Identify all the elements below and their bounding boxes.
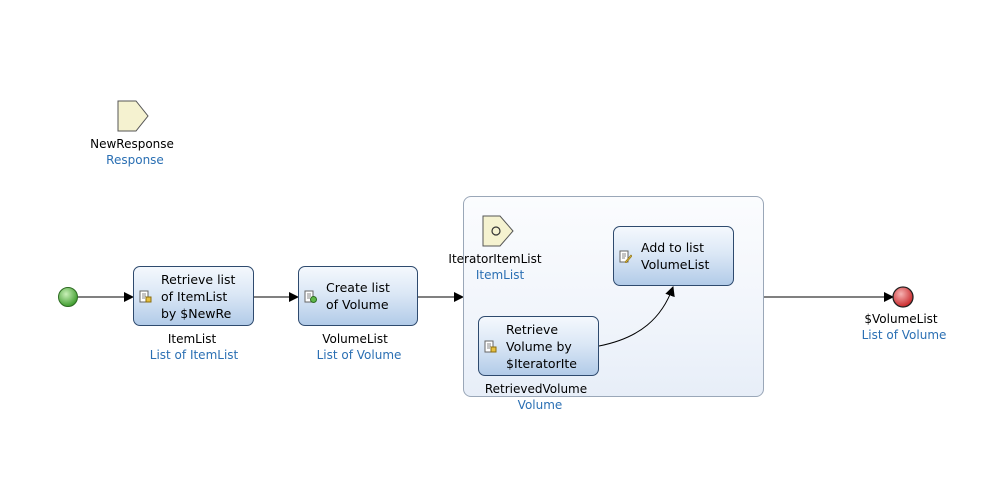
activity-label: Retrieve Volume by $IteratorIte: [506, 322, 577, 371]
activity-retrieve-itemlist[interactable]: Retrieve list of ItemList by $NewRe: [133, 266, 254, 326]
start-event[interactable]: [58, 287, 78, 307]
activity-add-to-list[interactable]: Add to list VolumeList: [613, 226, 734, 286]
iterator-name: IteratorItemList: [448, 252, 542, 266]
retrieve-icon: [139, 290, 152, 303]
activity-output-type: Volume: [517, 398, 563, 412]
activity-create-list[interactable]: Create list of Volume: [298, 266, 418, 326]
create-list-icon: [304, 290, 317, 303]
activity-output-name: ItemList: [167, 332, 217, 346]
activity-output-type: List of Volume: [316, 348, 402, 362]
end-event[interactable]: [892, 286, 914, 308]
activity-label: Create list of Volume: [326, 280, 390, 312]
activity-output-name: VolumeList: [322, 332, 388, 346]
parameter-name: NewResponse: [90, 137, 174, 151]
retrieve-icon: [484, 340, 497, 353]
parameter-type: Response: [106, 153, 164, 167]
end-event-type: List of Volume: [861, 328, 947, 342]
activity-output-type: List of ItemList: [149, 348, 239, 362]
activity-output-name: RetrievedVolume: [484, 382, 588, 396]
end-event-name: $VolumeList: [864, 312, 938, 326]
activity-label: Retrieve list of ItemList by $NewRe: [161, 272, 236, 321]
activity-retrieve-volume[interactable]: Retrieve Volume by $IteratorIte: [478, 316, 599, 376]
activity-label: Add to list VolumeList: [641, 240, 710, 272]
iterator-type: ItemList: [475, 268, 525, 282]
parameter-shape[interactable]: [117, 100, 149, 132]
change-list-icon: [619, 250, 632, 263]
